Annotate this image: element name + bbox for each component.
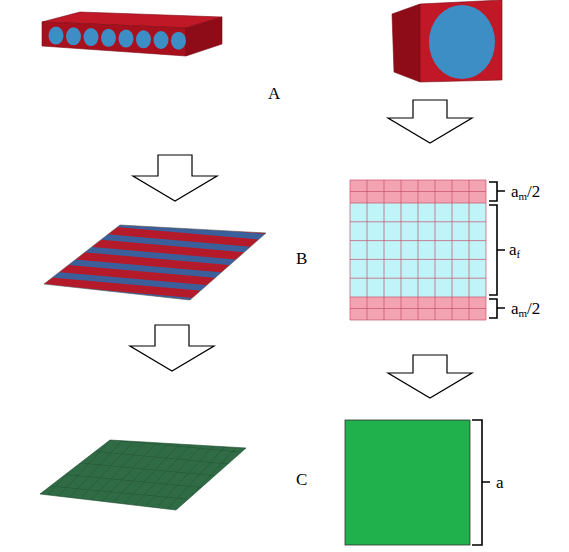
homogenized-lamina bbox=[40, 440, 246, 510]
mesh-line bbox=[435, 180, 436, 320]
mesh-line bbox=[350, 308, 486, 309]
mesh-line bbox=[350, 278, 486, 279]
fiber-end bbox=[49, 27, 64, 45]
mesh-line bbox=[367, 180, 368, 320]
composite-slab bbox=[42, 12, 222, 56]
mesh-line bbox=[350, 221, 486, 222]
mesh-line bbox=[350, 297, 486, 298]
dimension-label: af bbox=[509, 241, 520, 260]
mesh-line bbox=[350, 191, 486, 192]
homogenized-cell bbox=[345, 420, 470, 545]
mesh-line bbox=[384, 180, 385, 320]
striped-lamina bbox=[44, 225, 266, 300]
mesh-line bbox=[350, 203, 486, 204]
fiber-end bbox=[84, 28, 99, 46]
unit-cell-mesh bbox=[350, 180, 486, 320]
mesh-line bbox=[452, 180, 453, 320]
dimension-label: a bbox=[496, 474, 504, 491]
fiber-end bbox=[171, 32, 186, 50]
dimension-bracket bbox=[472, 420, 490, 545]
fiber-end bbox=[66, 27, 81, 45]
mesh-line bbox=[418, 180, 419, 320]
mesh-line bbox=[350, 259, 486, 260]
fiber-end bbox=[136, 30, 151, 48]
fiber-end bbox=[154, 31, 169, 49]
mesh-line bbox=[350, 180, 486, 181]
panel-letter: C bbox=[296, 471, 307, 488]
fiber-end bbox=[101, 29, 116, 47]
mesh-line bbox=[350, 180, 351, 320]
dimension-bracket bbox=[489, 182, 505, 318]
panel-letter: A bbox=[268, 85, 280, 102]
dimension-label: am/2 bbox=[511, 183, 540, 202]
mesh-line bbox=[401, 180, 402, 320]
mesh-line bbox=[350, 320, 486, 321]
mesh-line bbox=[469, 180, 470, 320]
mesh-line bbox=[486, 180, 487, 320]
panel-letter: B bbox=[296, 250, 307, 267]
dimension-label: am/2 bbox=[511, 300, 540, 319]
mesh-line bbox=[350, 240, 486, 241]
fiber-end bbox=[119, 30, 134, 48]
unit-cell-cube bbox=[392, 0, 502, 82]
